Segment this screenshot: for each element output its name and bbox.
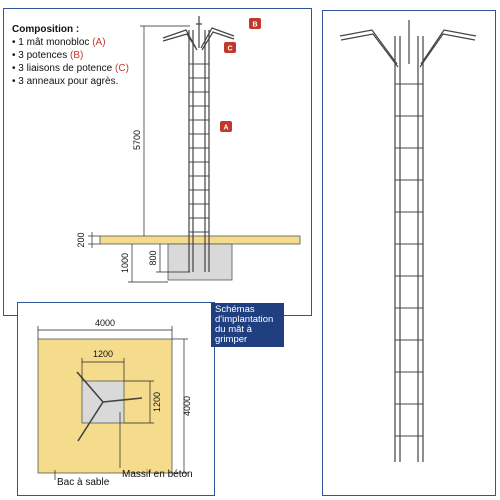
svg-text:B: B [252, 22, 257, 29]
height-dimension [140, 25, 190, 236]
tag-a: A [220, 121, 232, 132]
callout-box: Schémas d'implantation du mât à grimper [211, 303, 284, 347]
composition-item: 3 potences (B) [12, 49, 129, 62]
block-width-label: 1200 [93, 349, 113, 359]
composition-title: Composition : [12, 24, 80, 35]
composition-item: 3 anneaux pour agrès. [12, 75, 129, 88]
side-rungs [395, 83, 423, 437]
block-width-dimension [81, 358, 125, 381]
elevation-panel: Composition : 1 mât monobloc (A) 3 poten… [3, 8, 312, 316]
svg-text:A: A [223, 125, 228, 132]
depth-total-label: 1000 [120, 253, 130, 273]
slab-label: 200 [76, 232, 86, 247]
slab-dimension [88, 232, 100, 248]
side-view-panel [322, 10, 496, 496]
plan-height-label: 4000 [182, 396, 192, 416]
tag-b: B [249, 18, 261, 29]
block-height-dimension [124, 380, 154, 424]
composition-item: 1 mât monobloc (A) [12, 36, 129, 49]
tag-c: C [224, 42, 236, 53]
plan-width-label: 4000 [95, 318, 115, 328]
mast-rungs [189, 63, 209, 233]
svg-text:C: C [227, 46, 232, 53]
sandbox-label: Bac à sable [57, 477, 110, 488]
depth-mast-label: 800 [148, 250, 158, 265]
slab [99, 235, 301, 245]
concrete-label: Massif en béton [122, 469, 193, 480]
leader-lines [54, 412, 121, 480]
side-mast [339, 20, 477, 462]
concrete-block [167, 243, 233, 281]
plan-arms [76, 371, 143, 442]
depth-dimension [128, 244, 190, 283]
arms [162, 16, 235, 51]
composition-list: Composition : 1 mât monobloc (A) 3 poten… [12, 23, 129, 88]
plan-width-dimension [37, 326, 173, 339]
block-height-label: 1200 [152, 392, 162, 412]
height-label: 5700 [132, 130, 142, 150]
plan-height-dimension [172, 338, 188, 474]
composition-item: 3 liaisons de potence (C) [12, 62, 129, 75]
